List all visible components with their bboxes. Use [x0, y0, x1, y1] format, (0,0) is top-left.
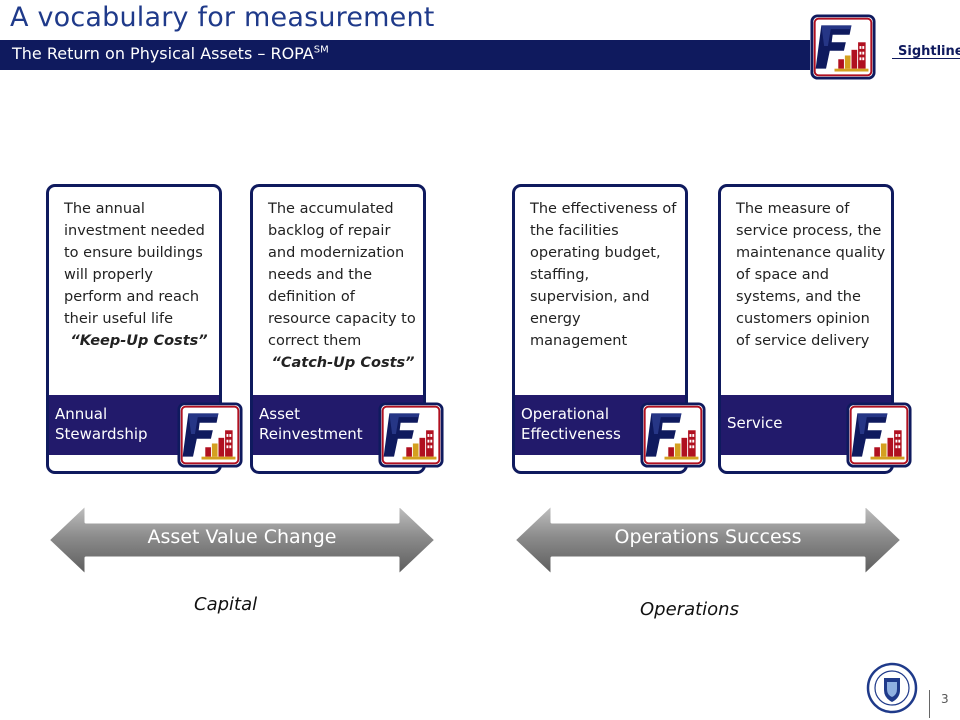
subtitle-bar — [0, 40, 960, 70]
service-mark: SM — [313, 44, 329, 56]
sightlines-logo-icon — [640, 402, 706, 468]
card-description: The measure of service process, the main… — [736, 198, 886, 352]
card-band-label: Asset Reinvestment — [259, 405, 363, 443]
card-service: The measure of service process, the main… — [718, 184, 894, 474]
brand-area: Sightlines — [810, 14, 960, 78]
caption-operations: Operations — [640, 599, 739, 620]
card-text: The effectiveness of the facilities oper… — [530, 201, 677, 349]
card-tagline: “Keep-Up Costs” — [70, 333, 208, 349]
arrow-label-asset-value: Asset Value Change — [147, 526, 337, 548]
subtitle-text: The Return on Physical Assets – ROPA — [12, 44, 314, 63]
page-number: 3 — [941, 692, 949, 706]
card-band-label: Annual Stewardship — [55, 405, 148, 443]
slide-title: A vocabulary for measurement — [10, 2, 435, 33]
card-description: The effectiveness of the facilities oper… — [530, 198, 680, 352]
sightlines-logo-icon — [378, 402, 444, 468]
card-band-label: Operational Effectiveness — [521, 405, 621, 443]
page-divider — [929, 690, 930, 718]
card-text: The annual investment needed to ensure b… — [64, 201, 205, 327]
sightlines-logo-icon — [810, 14, 876, 80]
brand-name: Sightlines — [898, 44, 960, 59]
caption-capital: Capital — [194, 594, 258, 615]
arrow-label-operations: Operations Success — [614, 526, 802, 548]
card-description: The annual investment needed to ensure b… — [64, 198, 214, 352]
sightlines-logo-icon — [177, 402, 243, 468]
card-text: The measure of service process, the main… — [736, 201, 886, 349]
card-tagline: “Catch-Up Costs” — [271, 355, 415, 371]
sightlines-logo-icon — [846, 402, 912, 468]
card-band-label: Service — [727, 414, 783, 432]
card-text: The accumulated backlog of repair and mo… — [268, 201, 416, 349]
brand-underline — [892, 58, 960, 59]
university-seal-icon — [866, 662, 918, 714]
slide-subtitle: The Return on Physical Assets – ROPASM — [12, 44, 329, 63]
card-description: The accumulated backlog of repair and mo… — [268, 198, 418, 374]
